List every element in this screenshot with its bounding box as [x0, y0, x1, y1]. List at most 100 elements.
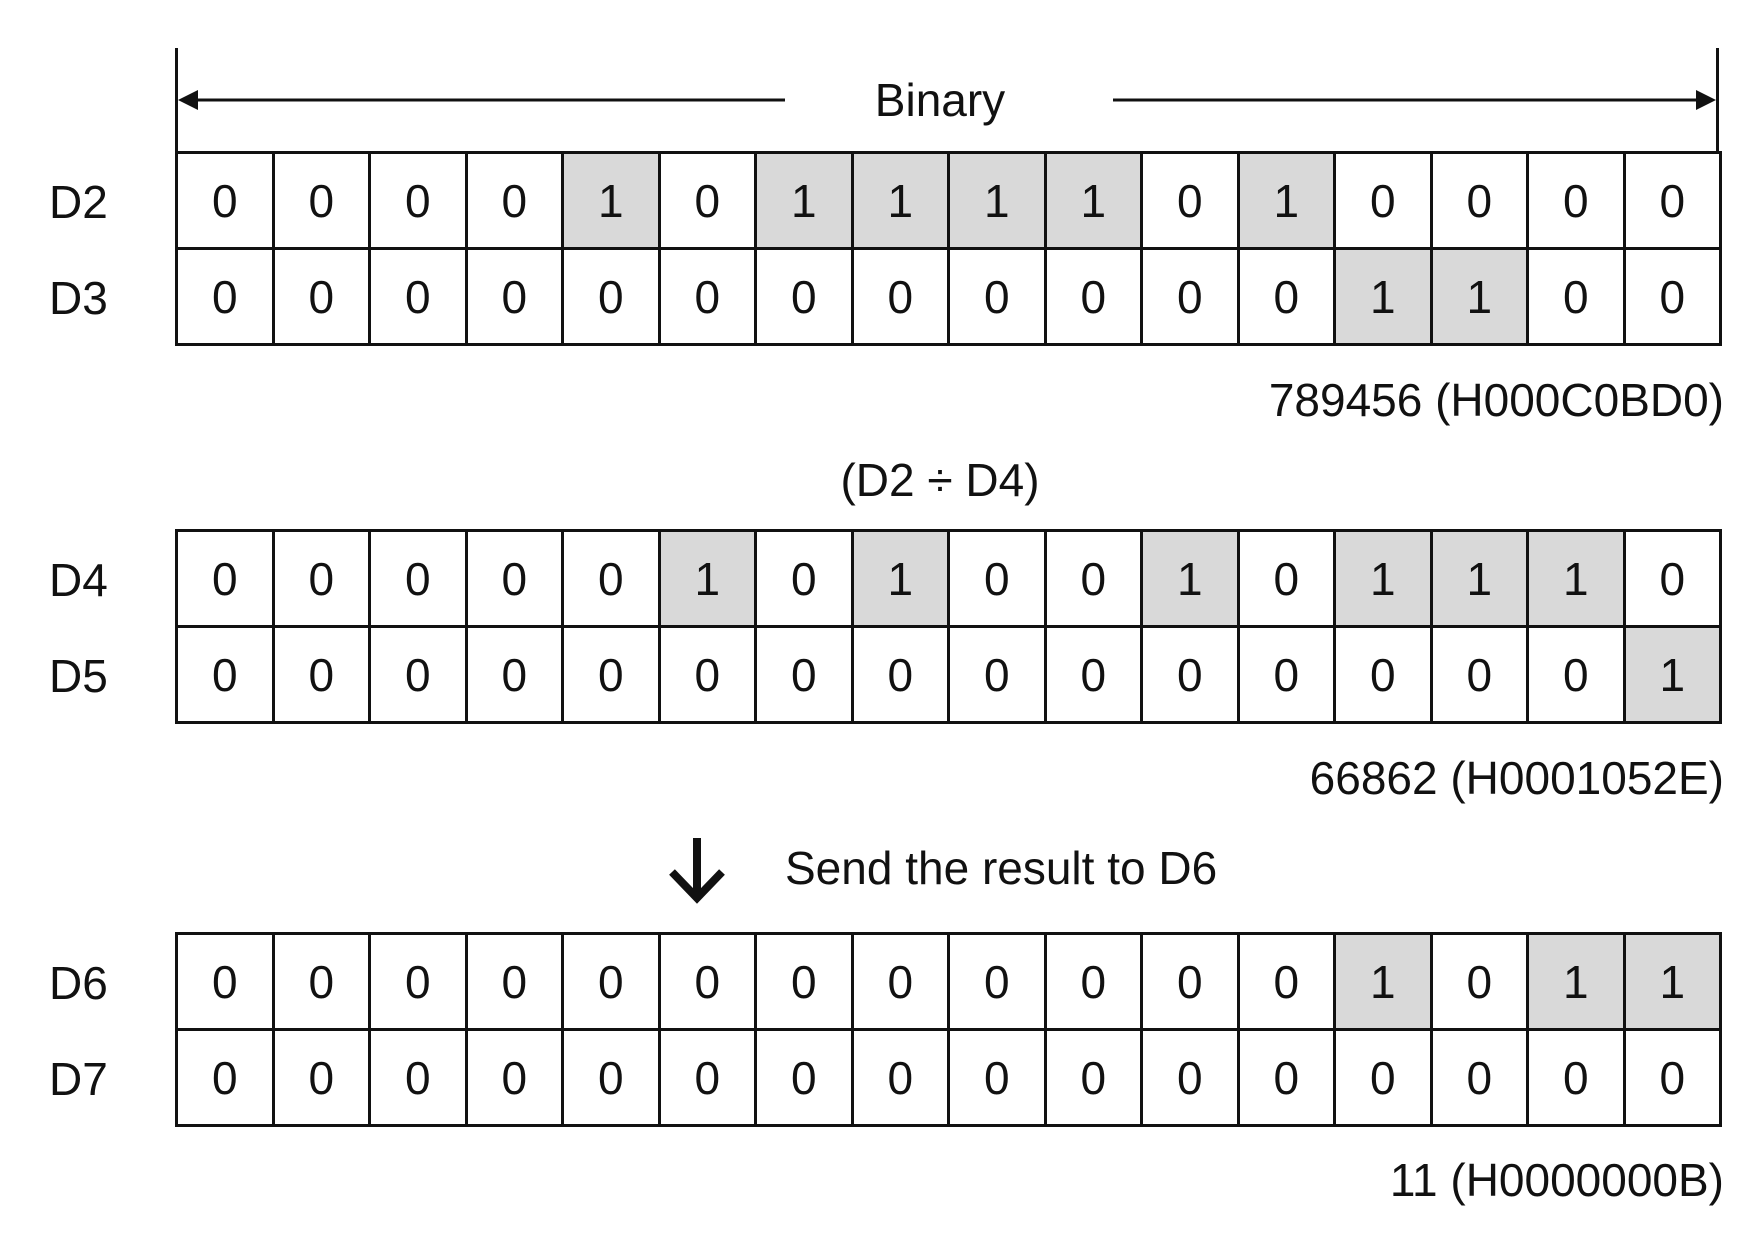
value-label-d2-d3: 789456 (H000C0BD0) — [1268, 374, 1724, 426]
bit-cell: 0 — [1239, 250, 1336, 346]
binary-label: Binary — [874, 74, 1006, 126]
bit-cell: 0 — [1239, 628, 1336, 724]
bit-cell: 0 — [757, 250, 854, 346]
bit-cell: 0 — [1046, 1031, 1143, 1127]
bit-cell: 0 — [274, 250, 371, 346]
bit-cell: 1 — [1529, 935, 1626, 1031]
bit-cell: 0 — [1336, 1031, 1433, 1127]
bit-cell: 0 — [1239, 1031, 1336, 1127]
bit-cell: 0 — [178, 1031, 275, 1127]
bit-cell: 1 — [1143, 532, 1240, 628]
bit-cell: 0 — [1529, 1031, 1626, 1127]
bit-cell: 0 — [660, 154, 757, 250]
bit-cell: 1 — [564, 154, 661, 250]
bit-cell: 0 — [1336, 154, 1433, 250]
bit-cell: 0 — [178, 250, 275, 346]
bit-cell: 0 — [1239, 532, 1336, 628]
bit-cell: 0 — [1046, 532, 1143, 628]
left-arrowhead-icon — [178, 90, 198, 110]
bit-cell: 0 — [274, 628, 371, 724]
bit-cell: 0 — [564, 935, 661, 1031]
bit-cell: 0 — [274, 154, 371, 250]
bit-cell: 1 — [1625, 628, 1722, 724]
bit-cell: 0 — [564, 1031, 661, 1127]
register-label-d5: D5 — [49, 650, 108, 702]
bit-cell: 0 — [1529, 154, 1626, 250]
bit-cell: 0 — [757, 935, 854, 1031]
operation-label: (D2 ÷ D4) — [840, 454, 1040, 506]
bit-cell: 0 — [1046, 935, 1143, 1031]
bit-cell: 0 — [564, 532, 661, 628]
bit-cell: 0 — [950, 628, 1047, 724]
register-label-d3: D3 — [49, 272, 108, 324]
bit-cell: 0 — [178, 628, 275, 724]
bit-cell: 0 — [660, 935, 757, 1031]
bit-cell: 1 — [757, 154, 854, 250]
bit-cell: 0 — [1143, 935, 1240, 1031]
bit-cell: 0 — [950, 250, 1047, 346]
bit-cell: 1 — [950, 154, 1047, 250]
bit-cell: 1 — [1336, 532, 1433, 628]
bit-cell: 1 — [1336, 250, 1433, 346]
bit-cell: 0 — [467, 154, 564, 250]
bit-cell: 1 — [1336, 935, 1433, 1031]
bit-cell: 1 — [1239, 154, 1336, 250]
bit-cell: 0 — [757, 628, 854, 724]
bit-cell: 0 — [467, 532, 564, 628]
bit-cell: 0 — [564, 250, 661, 346]
bit-cell: 0 — [1529, 628, 1626, 724]
bit-cell: 0 — [1046, 250, 1143, 346]
register-label-d4: D4 — [49, 554, 108, 606]
bit-cell: 0 — [274, 1031, 371, 1127]
down-arrow-icon — [669, 838, 725, 904]
bit-cell: 1 — [1529, 532, 1626, 628]
value-label-d6-d7: 11 (H0000000B) — [1389, 1154, 1724, 1206]
bit-cell: 0 — [1625, 250, 1722, 346]
bit-cell: 0 — [467, 1031, 564, 1127]
bit-cell: 0 — [853, 628, 950, 724]
bit-cell: 0 — [1143, 1031, 1240, 1127]
register-label-d6: D6 — [49, 957, 108, 1009]
bit-cell: 1 — [1625, 935, 1722, 1031]
bit-cell: 0 — [1336, 628, 1433, 724]
bit-cell: 0 — [371, 935, 468, 1031]
bit-cell: 0 — [467, 628, 564, 724]
bit-cell: 0 — [564, 628, 661, 724]
bit-cell: 0 — [757, 1031, 854, 1127]
bit-cell: 0 — [371, 154, 468, 250]
value-label-d4-d5: 66862 (H0001052E) — [1309, 752, 1724, 804]
bit-cell: 0 — [950, 1031, 1047, 1127]
bit-cell: 0 — [853, 935, 950, 1031]
bit-cell: 0 — [660, 1031, 757, 1127]
bit-cell: 0 — [1239, 935, 1336, 1031]
bit-cell: 0 — [1625, 1031, 1722, 1127]
bit-cell: 0 — [1625, 154, 1722, 250]
bit-cell: 0 — [1143, 250, 1240, 346]
bit-cell: 0 — [371, 1031, 468, 1127]
bit-cell: 1 — [660, 532, 757, 628]
bit-cell: 0 — [950, 935, 1047, 1031]
bit-cell: 0 — [1143, 154, 1240, 250]
bit-cell: 1 — [1432, 250, 1529, 346]
bit-cell: 0 — [371, 628, 468, 724]
bit-cell: 0 — [274, 532, 371, 628]
bit-cell: 0 — [274, 935, 371, 1031]
bit-cell: 0 — [853, 250, 950, 346]
bit-cell: 0 — [660, 628, 757, 724]
bit-cell: 0 — [1625, 532, 1722, 628]
register-label-d7: D7 — [49, 1053, 108, 1105]
bit-cell: 0 — [853, 1031, 950, 1127]
bit-cell: 0 — [1143, 628, 1240, 724]
bit-cell: 0 — [1432, 1031, 1529, 1127]
send-result-label: Send the result to D6 — [785, 842, 1218, 894]
bit-cell: 0 — [950, 532, 1047, 628]
